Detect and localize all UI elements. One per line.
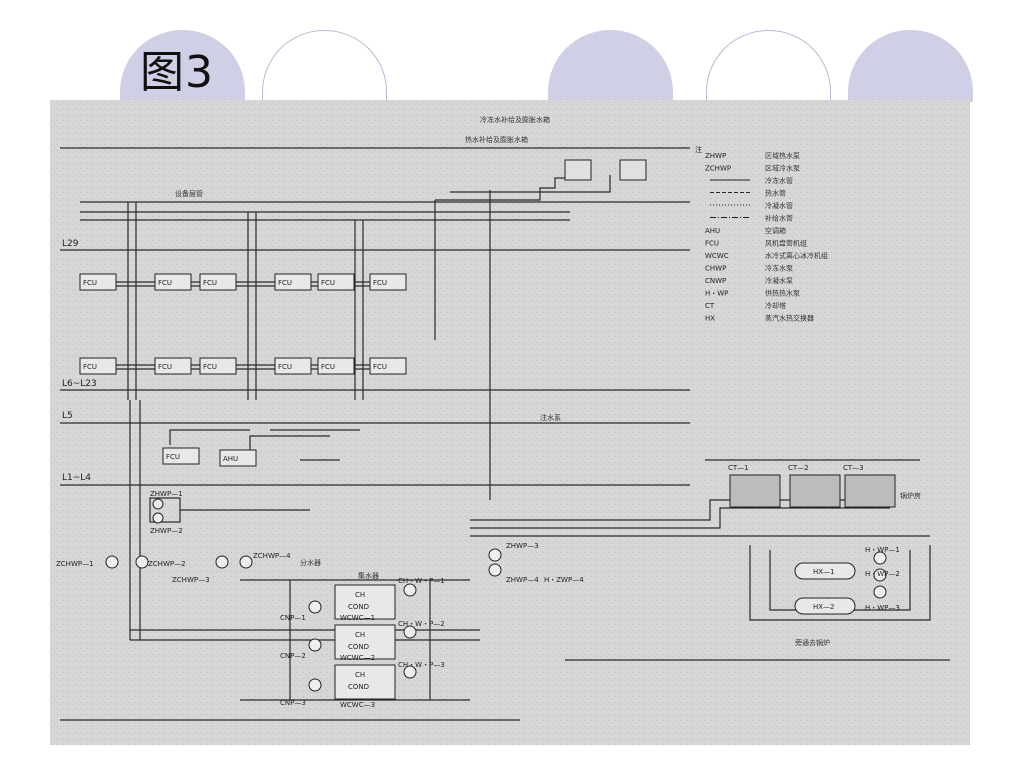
- pump-zhwp1: ZHWP—1: [150, 490, 183, 498]
- fcu-units: [79, 273, 407, 467]
- manifold-2-label: 集水器: [358, 571, 379, 580]
- legend-code-11: H・WP: [705, 290, 728, 298]
- legend-code-12: CT: [705, 302, 715, 310]
- pump-zchwp2: ZCHWP—2: [148, 560, 186, 568]
- legend-desc-3: 热水管: [765, 189, 786, 198]
- floor-l29: L29: [62, 239, 79, 249]
- manifold-1-label: 分水器: [300, 558, 321, 567]
- equipment-floor-label: 设备层管: [175, 189, 203, 198]
- legend-desc-6: 空调箱: [765, 226, 786, 235]
- wcwc1-label: WCWC—1: [340, 614, 375, 622]
- hwp1-label: H・WP—1: [865, 546, 900, 554]
- legend-desc-0: 区域热水泵: [765, 151, 800, 160]
- chiller-1-ch: CH: [355, 591, 365, 599]
- chiller-2-ch: CH: [355, 631, 365, 639]
- ct2-label: CT—2: [788, 464, 809, 472]
- ct3-label: CT—3: [843, 464, 864, 472]
- ahu-label: AHU: [223, 455, 238, 463]
- makeup-chilled-label: 冷冻水补给及膨胀水箱: [480, 115, 550, 124]
- legend-desc-7: 风机盘管机组: [765, 239, 807, 248]
- legend-code-6: AHU: [705, 227, 720, 235]
- cnp2-label: CNP—2: [280, 652, 306, 660]
- fcu-label-4: FCU: [278, 279, 292, 287]
- fcu-label-11: FCU: [321, 363, 335, 371]
- legend-desc-9: 冷冻水泵: [765, 264, 793, 273]
- fcu-label-l5: FCU: [166, 453, 180, 461]
- hvac-schematic-figure: 冷冻水补给及膨胀水箱 热水补给及膨胀水箱 设备层管 注 L29 L6~L23 L…: [50, 100, 970, 745]
- fcu-label-5: FCU: [321, 279, 335, 287]
- legend-code-13: HX: [705, 315, 715, 323]
- hwp2-label: H・WP—2: [865, 570, 900, 578]
- chiller-1-cond: COND: [348, 603, 369, 611]
- fcu-label-9: FCU: [203, 363, 217, 371]
- pump-hzwp4: H・ZWP—4: [544, 576, 584, 584]
- legend-desc-1: 区域冷水泵: [765, 164, 800, 173]
- floor-l1-l4: L1~L4: [62, 473, 91, 483]
- legend-code-0: ZHWP: [705, 152, 726, 160]
- fcu-label-12: FCU: [373, 363, 387, 371]
- cooling-towers: [729, 474, 896, 508]
- slide-title: 图3: [140, 47, 214, 98]
- legend-desc-4: 冷凝水管: [765, 201, 793, 210]
- decorative-tab-2: [262, 30, 387, 102]
- chiller-3-cond: COND: [348, 683, 369, 691]
- legend-code-1: ZCHWP: [705, 165, 731, 173]
- boiler-room-label: 锅炉房: [900, 491, 921, 500]
- legend-desc-13: 蒸汽水热交换器: [765, 314, 814, 323]
- chwp3-label: CH・W・P—3: [398, 661, 445, 669]
- hvac-schematic-svg: 冷冻水补给及膨胀水箱 热水补给及膨胀水箱 设备层管 注 L29 L6~L23 L…: [50, 100, 970, 745]
- legend-desc-10: 冷凝水泵: [765, 276, 793, 285]
- legend-desc-11: 供热热水泵: [765, 289, 800, 298]
- note-label: 注: [695, 145, 702, 154]
- fcu-label-6: FCU: [373, 279, 387, 287]
- fcu-label-2: FCU: [158, 279, 172, 287]
- hx1-label: HX—1: [813, 568, 835, 576]
- legend-code-9: CHWP: [705, 265, 726, 273]
- hwp3-label: H・WP—3: [865, 604, 900, 612]
- legend-code-10: CNWP: [705, 277, 726, 285]
- pump-zhwp2: ZHWP—2: [150, 527, 183, 535]
- hx2-label: HX—2: [813, 603, 835, 611]
- makeup-hot-label: 热水补给及膨胀水箱: [465, 135, 528, 144]
- pump-zchwp3: ZCHWP—3: [172, 576, 210, 584]
- floor-l6-l23: L6~L23: [62, 379, 97, 389]
- wcwc3-label: WCWC—3: [340, 701, 375, 709]
- pump-zhwp4: ZHWP—4: [506, 576, 539, 584]
- expansion-tanks: [564, 159, 647, 181]
- legend-desc-5: 补给水管: [765, 214, 793, 223]
- pump-zchwp4: ZCHWP—4: [253, 552, 291, 560]
- pump-symbols: [105, 498, 887, 692]
- fcu-label-7: FCU: [83, 363, 97, 371]
- chiller-3-ch: CH: [355, 671, 365, 679]
- decorative-tab-3: [548, 30, 673, 102]
- heat-exchangers: [794, 562, 856, 615]
- cnp1-label: CNP—1: [280, 614, 306, 622]
- fcu-label-1: FCU: [83, 279, 97, 287]
- wcwc2-label: WCWC—2: [340, 654, 375, 662]
- legend-desc-8: 水冷式离心冰冷机组: [765, 251, 828, 260]
- decorative-tab-4: [706, 30, 831, 102]
- legend-code-8: WCWC: [705, 252, 729, 260]
- pump-zchwp1: ZCHWP—1: [56, 560, 94, 568]
- ct1-label: CT—1: [728, 464, 749, 472]
- chiller-units: [334, 584, 396, 700]
- cnp3-label: CNP—3: [280, 699, 306, 707]
- legend-desc-12: 冷却塔: [765, 301, 786, 310]
- chwp1-label: CH・W・P—1: [398, 577, 445, 585]
- floor-l5: L5: [62, 411, 73, 421]
- bypass-label: 旁通去锅炉: [795, 638, 830, 647]
- fcu-label-3: FCU: [203, 279, 217, 287]
- legend-desc-2: 冷冻水管: [765, 176, 793, 185]
- legend-code-7: FCU: [705, 240, 719, 248]
- chiller-2-cond: COND: [348, 643, 369, 651]
- fcu-label-8: FCU: [158, 363, 172, 371]
- decorative-tab-5: [848, 30, 973, 102]
- chwp2-label: CH・W・P—2: [398, 620, 445, 628]
- water-supply-label: 注水系: [540, 413, 561, 422]
- fcu-label-10: FCU: [278, 363, 292, 371]
- pump-zhwp3: ZHWP—3: [506, 542, 539, 550]
